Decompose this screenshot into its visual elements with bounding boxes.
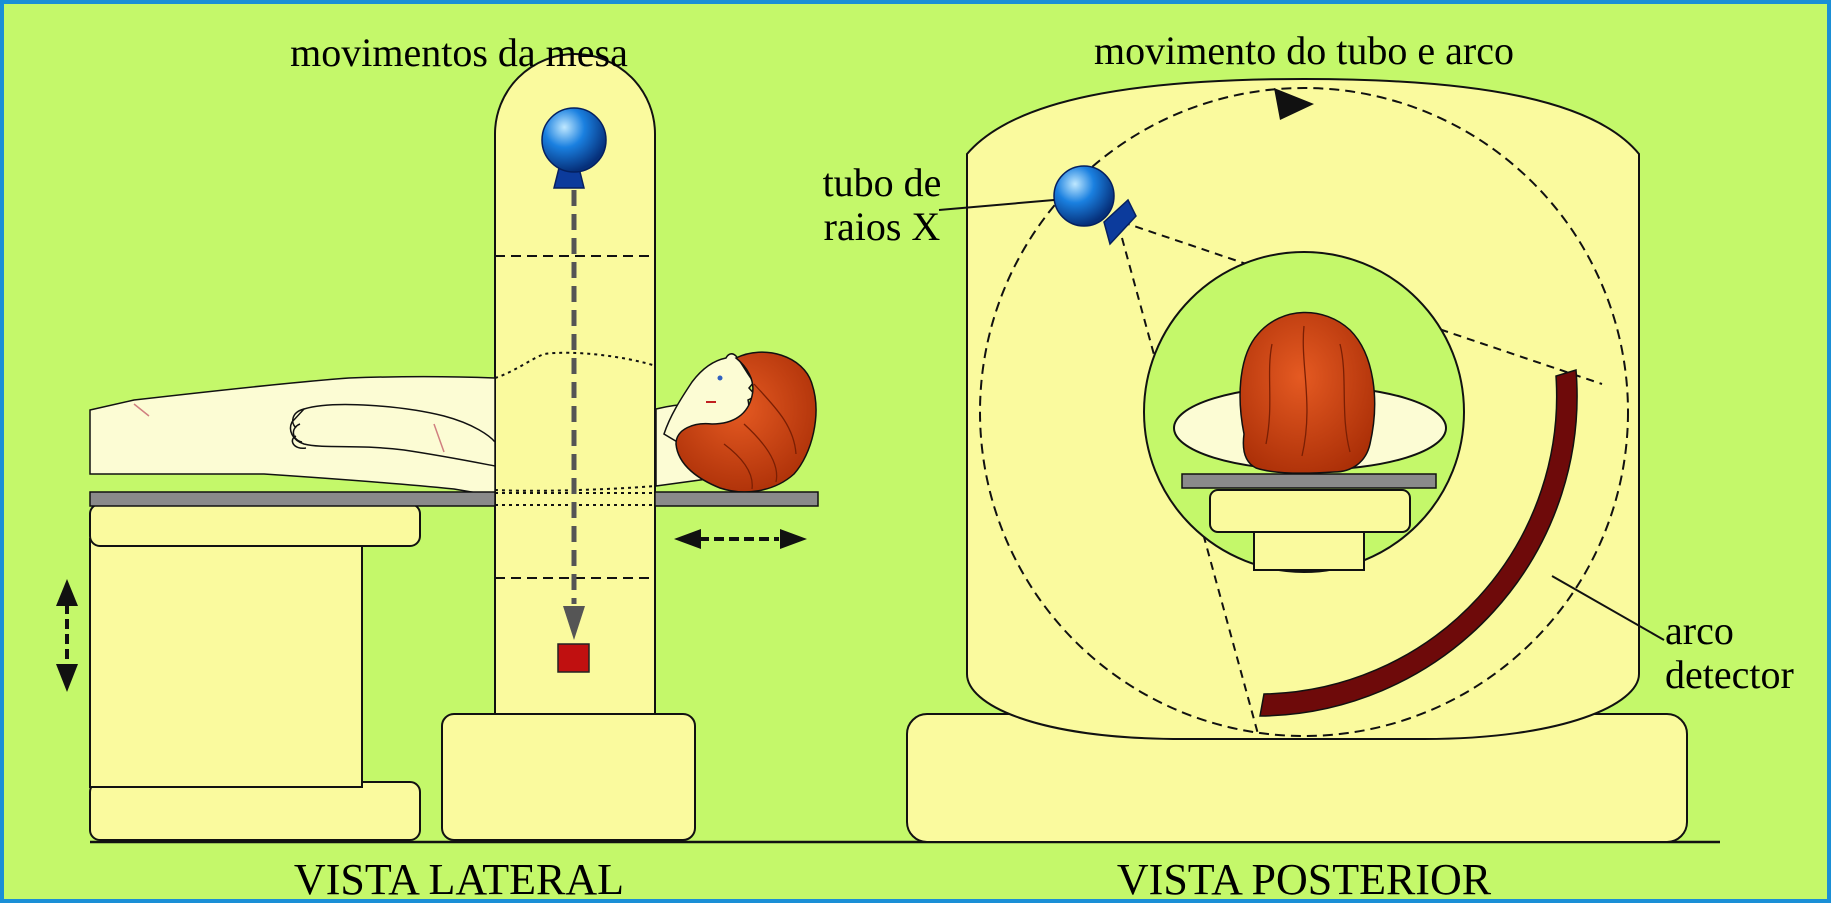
detector-lateral <box>557 643 590 673</box>
patient-outline-dotted <box>494 351 657 492</box>
tube-leader-line <box>938 199 1055 211</box>
rotation-path <box>979 87 1629 737</box>
xray-tube-lateral-icon <box>541 107 607 189</box>
vertical-move-arrow <box>56 579 78 692</box>
posterior-view <box>906 77 1688 843</box>
horizontal-move-arrow <box>674 529 807 549</box>
xray-tube-posterior-icon <box>1053 165 1137 246</box>
tube-label-line1: tubo de <box>823 160 942 205</box>
table-movements-title: movimentos da mesa <box>290 30 628 75</box>
detector-leader-line <box>1551 575 1665 641</box>
patient-head-back <box>1239 311 1376 474</box>
ct-scanner-diagram: movimentos da mesa movimento do tubo e a… <box>56 28 1794 903</box>
table-base <box>89 503 421 841</box>
table-top <box>89 491 819 507</box>
posterior-table <box>1181 473 1437 571</box>
lateral-view <box>56 53 1720 844</box>
detector-label-line1: arco <box>1665 608 1734 653</box>
xray-beam-lateral <box>563 190 585 640</box>
lateral-view-caption: VISTA LATERAL <box>294 855 624 903</box>
diagram-canvas: movimentos da mesa movimento do tubo e a… <box>4 4 1827 903</box>
patient-hair <box>675 351 817 493</box>
rotation-arrow <box>1274 88 1314 120</box>
tube-label-line2: raios X <box>824 204 941 249</box>
patient-body <box>89 353 765 497</box>
posterior-view-caption: VISTA POSTERIOR <box>1117 855 1492 903</box>
detector-label-line2: detector <box>1665 652 1794 697</box>
detector-arc <box>1259 369 1578 717</box>
tube-arc-movement-title: movimento do tubo e arco <box>1094 28 1514 73</box>
